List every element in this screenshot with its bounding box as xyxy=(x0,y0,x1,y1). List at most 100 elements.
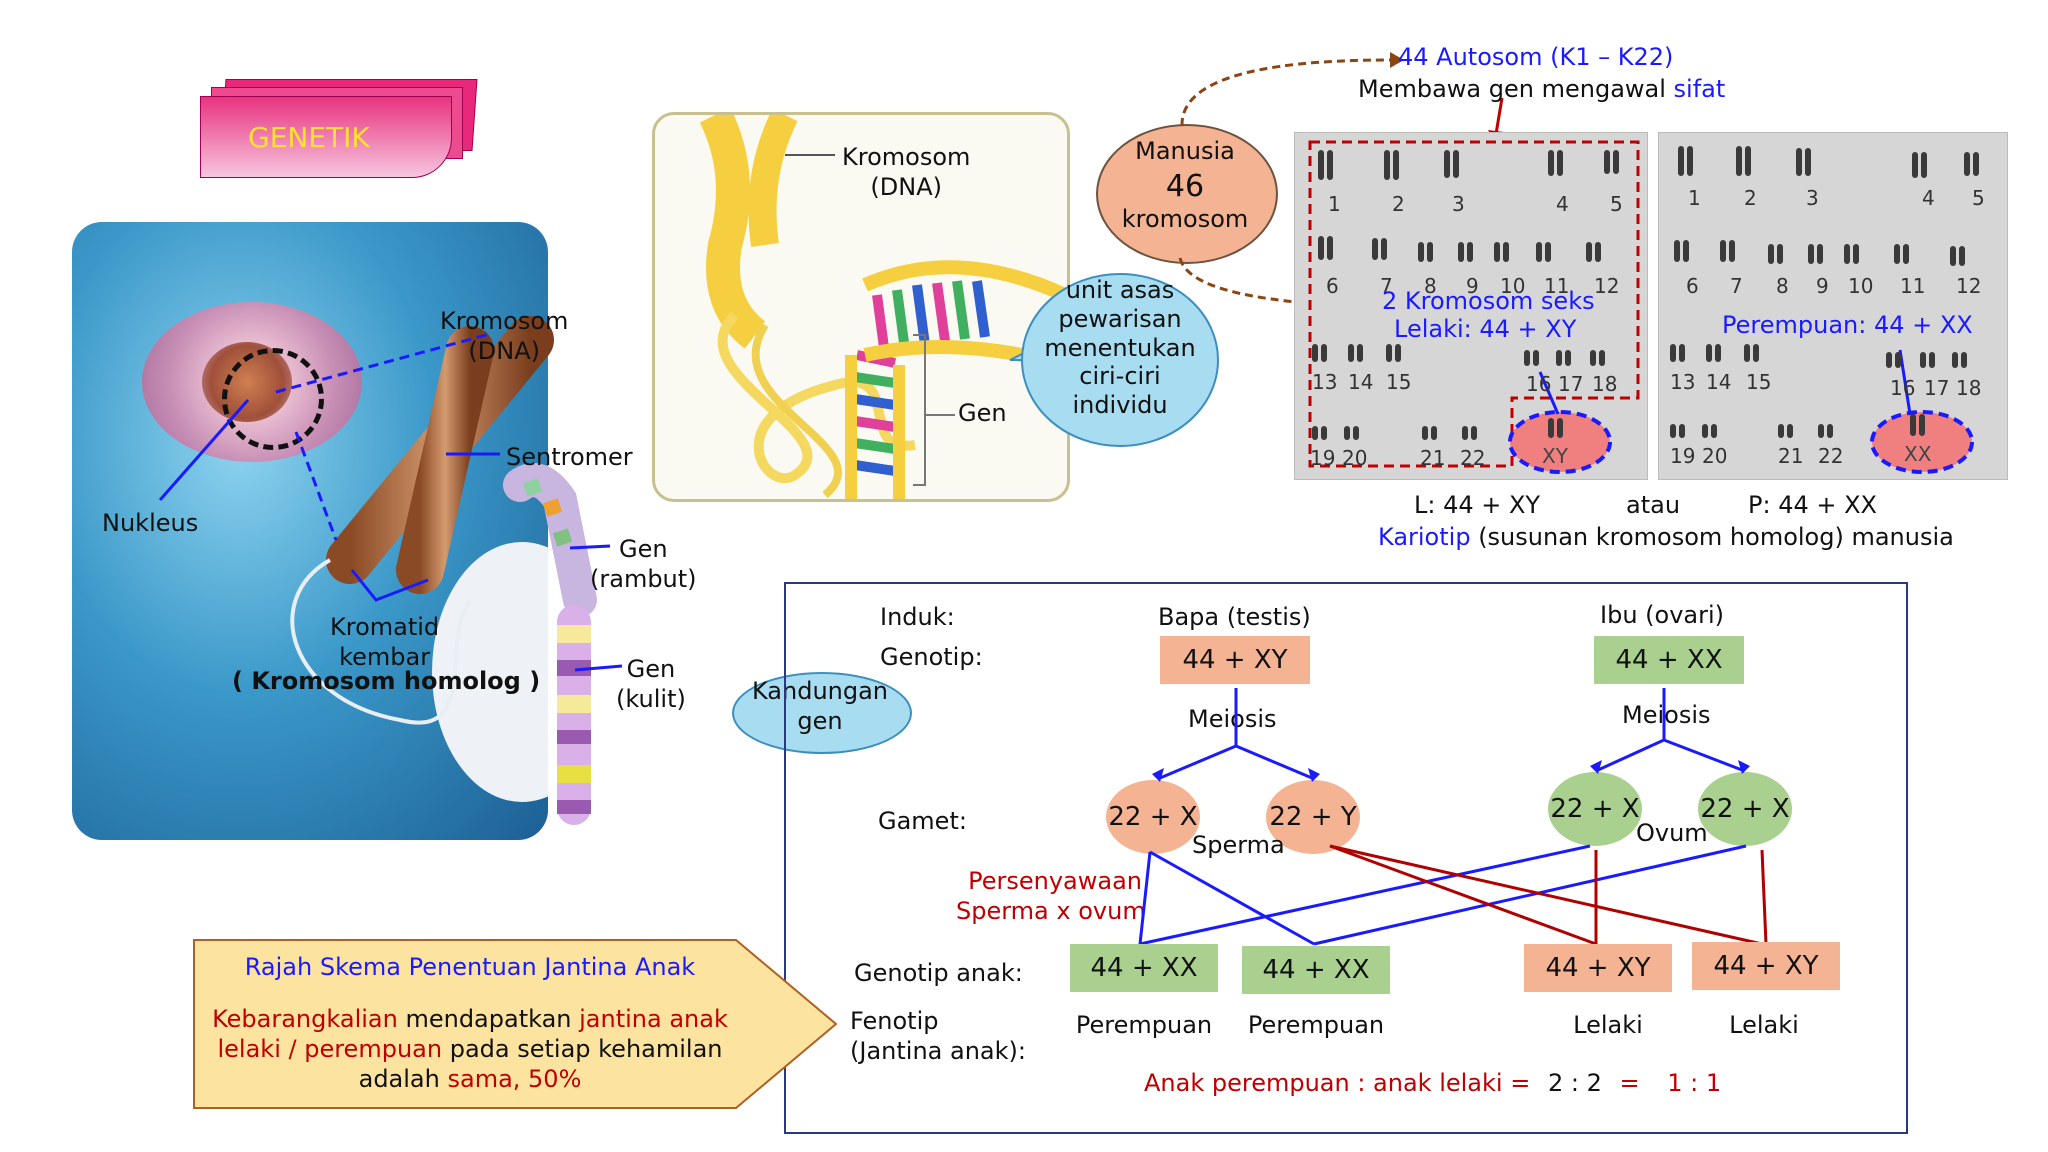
perempuan-label: Perempuan: 44 + XX xyxy=(1722,311,1973,339)
anak-4: 44 + XY xyxy=(1692,942,1840,990)
kn-f-8: 8 xyxy=(1776,274,1789,298)
l-formula: L: 44 + XY xyxy=(1414,491,1541,519)
karyotype-chromosome xyxy=(1903,244,1909,264)
callout-line1: Kebarangkalian mendapatkan jantina anak xyxy=(190,1004,750,1034)
karyotype-chromosome xyxy=(1453,150,1459,178)
fenotip-label: Fenotip (Jantina anak): xyxy=(850,1007,1026,1065)
karyotype-chromosome xyxy=(1894,244,1900,264)
kn-m-16: 16 xyxy=(1526,372,1552,396)
fenotip-4: Lelaki xyxy=(1729,1011,1799,1039)
karyotype-caption: Kariotip (susunan kromosom homolog) manu… xyxy=(1378,522,1954,552)
kn-f-22: 22 xyxy=(1818,444,1844,468)
sperma-label: Sperma xyxy=(1192,831,1285,859)
karyotype-chromosome xyxy=(1545,242,1551,262)
lelaki-label: Lelaki: 44 + XY xyxy=(1394,315,1577,343)
ibu-genotype: 44 + XX xyxy=(1594,636,1744,684)
callout-l2b: pada setiap kehamilan xyxy=(442,1035,723,1063)
karyotype-chromosome xyxy=(1613,150,1619,174)
ratio-c: = xyxy=(1619,1069,1640,1097)
kn-m-4: 4 xyxy=(1556,192,1569,216)
kn-m-18: 18 xyxy=(1592,372,1618,396)
caption-a: Kariotip xyxy=(1378,523,1471,551)
karyotype-chromosome xyxy=(1557,150,1563,176)
karyotype-chromosome xyxy=(1418,242,1424,262)
kandungan-bubble xyxy=(732,672,912,754)
karyotype-chromosome xyxy=(1670,424,1676,438)
karyotype-chromosome xyxy=(1796,148,1802,176)
karyotype-chromosome xyxy=(1744,344,1750,362)
karyotype-male xyxy=(1294,132,1648,480)
caption-b: (susunan kromosom homolog) manusia xyxy=(1470,523,1954,551)
induk-label: Induk: xyxy=(880,603,955,631)
gen-kulit-label: Gen (kulit) xyxy=(616,655,686,713)
karyotype-chromosome xyxy=(1318,236,1324,260)
karyotype-chromosome xyxy=(1422,426,1428,440)
karyotype-chromosome xyxy=(1312,344,1318,362)
autosom-sub: Membawa gen mengawal sifat xyxy=(1358,74,1725,104)
karyotype-chromosome xyxy=(1895,352,1901,368)
ratio-line: Anak perempuan : anak lelaki = 2 : 2 = 1… xyxy=(1144,1068,1721,1098)
kn-f-18: 18 xyxy=(1956,376,1982,400)
kn-m-6: 6 xyxy=(1326,274,1339,298)
karyotype-chromosome xyxy=(1312,426,1318,440)
karyotype-chromosome xyxy=(1348,344,1354,362)
kandungan-label: Kandungan gen xyxy=(751,677,889,735)
anak-3: 44 + XY xyxy=(1524,944,1672,992)
kn-f-2: 2 xyxy=(1744,186,1757,210)
dna-gen-label: Gen xyxy=(958,399,1007,427)
meiosis-ibu: Meiosis xyxy=(1622,701,1711,729)
karyotype-chromosome xyxy=(1393,150,1399,180)
kn-f-17: 17 xyxy=(1924,376,1950,400)
karyotype-chromosome xyxy=(1787,424,1793,438)
ratio-d: 1 : 1 xyxy=(1667,1069,1722,1097)
karyotype-chromosome xyxy=(1386,344,1392,362)
dna-panel xyxy=(652,112,1070,502)
callout-l3a: adalah xyxy=(358,1065,448,1093)
kn-f-6: 6 xyxy=(1686,274,1699,298)
callout-shape xyxy=(193,939,838,1109)
kn-f-10: 10 xyxy=(1848,274,1874,298)
genotip-anak-label: Genotip anak: xyxy=(854,959,1023,987)
bubble-shape xyxy=(1009,273,1219,447)
karyotype-chromosome xyxy=(1674,240,1680,262)
karyotype-chromosome xyxy=(1952,352,1958,368)
karyotype-chromosome xyxy=(1973,152,1979,176)
genetik-banner: GENETIK xyxy=(200,80,480,180)
kn-m-3: 3 xyxy=(1452,192,1465,216)
karyotype-chromosome xyxy=(1533,350,1539,366)
callout-l3b: sama, 50% xyxy=(447,1065,582,1093)
kn-m-5: 5 xyxy=(1610,192,1623,216)
kn-f-9: 9 xyxy=(1816,274,1829,298)
kn-f-21: 21 xyxy=(1778,444,1804,468)
gen-rambut-label: Gen (rambut) xyxy=(590,535,697,593)
kn-f-3: 3 xyxy=(1806,186,1819,210)
kn-m-19: 19 xyxy=(1310,446,1336,470)
karyotype-chromosome xyxy=(1462,426,1468,440)
karyotype-chromosome xyxy=(1753,344,1759,362)
persenyawaan-label: Persenyawaan Sperma x ovum xyxy=(956,867,1146,925)
karyotype-chromosome xyxy=(1590,350,1596,366)
gamet-4: 22 + X xyxy=(1698,772,1792,846)
karyotype-chromosome xyxy=(1959,246,1965,266)
autosom-sub-b: sifat xyxy=(1673,75,1726,103)
karyotype-chromosome xyxy=(1372,238,1378,260)
karyotype-chromosome xyxy=(1444,150,1450,178)
karyotype-chromosome xyxy=(1844,244,1850,264)
callout-title: Rajah Skema Penentuan Jantina Anak xyxy=(244,953,696,981)
fenotip-1: Perempuan xyxy=(1075,1011,1213,1039)
homolog-label: ( Kromosom homolog ) xyxy=(232,667,541,695)
dna-kromosom-label: Kromosom (DNA) xyxy=(842,143,971,201)
karyotype-chromosome xyxy=(1827,424,1833,438)
karyotype-chromosome xyxy=(1548,418,1554,438)
kn-f-5: 5 xyxy=(1972,186,1985,210)
gamet-1: 22 + X xyxy=(1106,780,1200,854)
kn-f-13: 13 xyxy=(1670,370,1696,394)
karyotype-chromosome xyxy=(1745,146,1751,176)
karyotype-chromosome xyxy=(1817,244,1823,264)
kn-f-7: 7 xyxy=(1730,274,1743,298)
bubble-text: unit asas pewarisan menentukan ciri-ciri… xyxy=(1044,276,1196,420)
kn-f-12: 12 xyxy=(1956,274,1982,298)
